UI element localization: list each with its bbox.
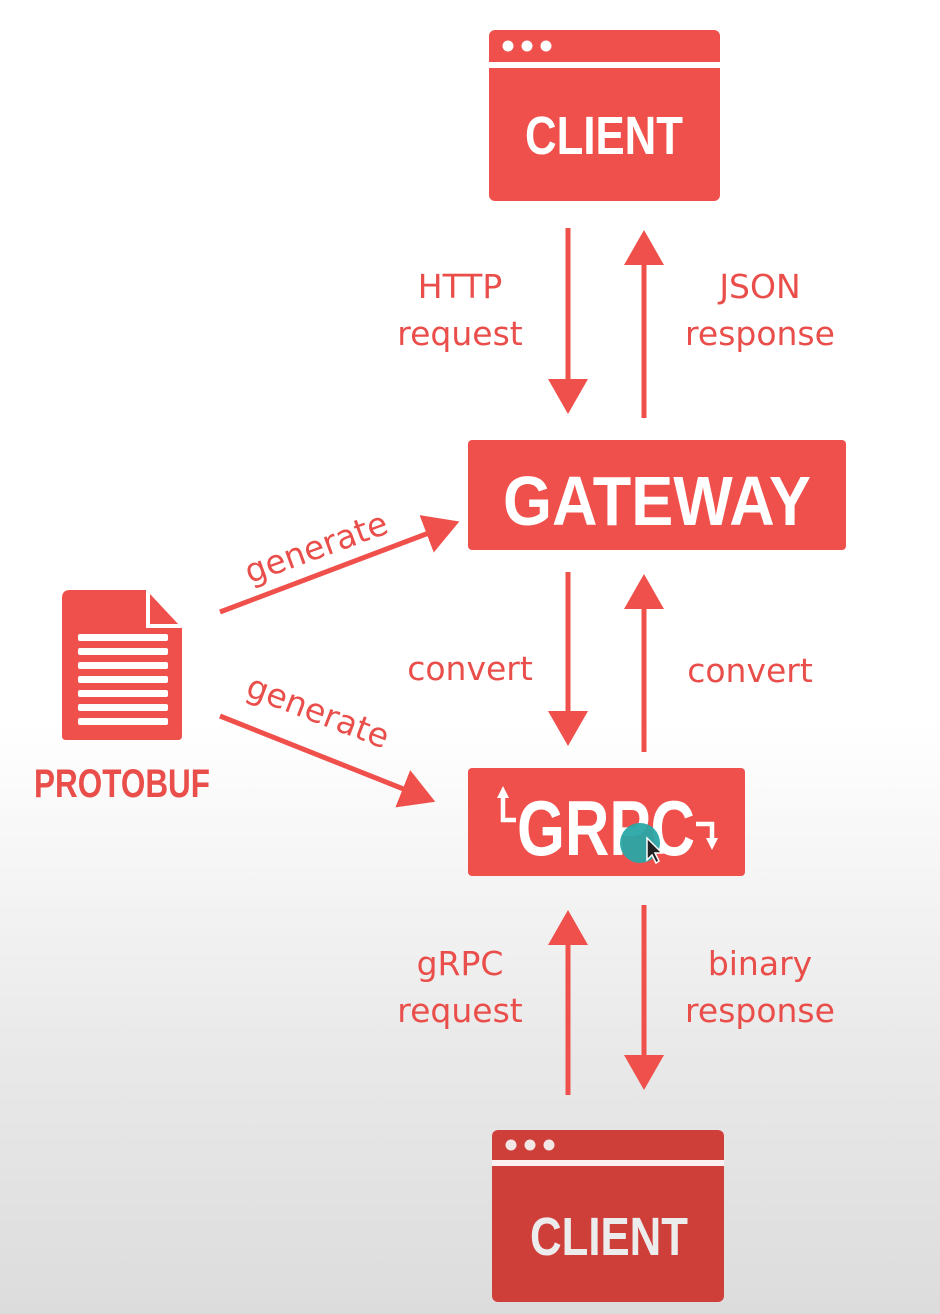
convert-down-label: convert — [407, 649, 533, 688]
mouse-pointer-icon — [620, 823, 664, 865]
http-request-label-line1: HTTP — [418, 267, 502, 306]
client-bottom-label: CLIENT — [530, 1207, 688, 1267]
generate-gateway-arrow — [219, 515, 460, 615]
client-top-node: CLIENT — [489, 30, 720, 201]
window-dots-icon — [505, 1139, 555, 1151]
http-request-label-line2: request — [397, 314, 523, 353]
client-top-label: CLIENT — [525, 106, 683, 166]
grpc-label: GRPC — [517, 784, 695, 872]
gateway-node: GATEWAY — [468, 440, 846, 550]
convert-up-label: convert — [687, 651, 813, 690]
document-icon — [62, 590, 182, 740]
grpc-flow-left-icon — [497, 786, 516, 823]
client-bottom-node: CLIENT — [492, 1130, 724, 1302]
protobuf-label: PROTOBUF — [34, 762, 210, 806]
generate-grpc-arrow — [219, 713, 436, 808]
grpc-request-label-line1: gRPC — [417, 944, 504, 983]
protobuf-node: PROTOBUF — [34, 590, 210, 806]
grpc-flow-right-icon — [696, 821, 718, 850]
grpc-node: GRPC — [468, 768, 745, 876]
json-response-label-line2: response — [685, 314, 835, 353]
window-dots-icon — [502, 40, 552, 52]
grpc-request-label-line2: request — [397, 991, 523, 1030]
generate-grpc-label: generate — [241, 666, 395, 756]
binary-response-label-line1: binary — [708, 944, 812, 983]
gateway-label: GATEWAY — [503, 462, 811, 540]
binary-response-label-line2: response — [685, 991, 835, 1030]
json-response-label-line1: JSON — [717, 267, 800, 306]
